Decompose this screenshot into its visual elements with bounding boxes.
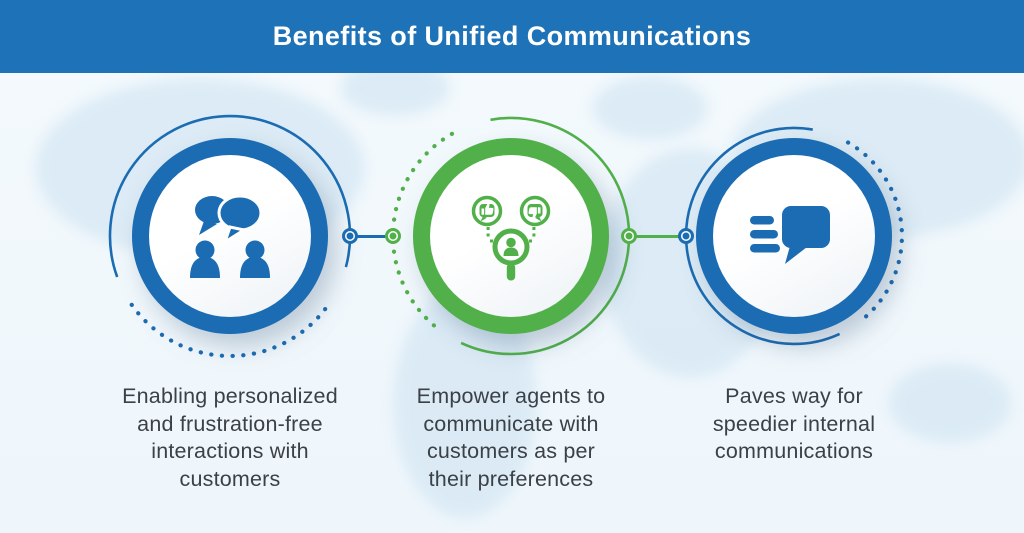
benefit-caption: Enabling personalized and frustration-fr… [122, 384, 338, 492]
medallion-face [713, 155, 875, 317]
medallion-face [430, 155, 592, 317]
title-banner: Benefits of Unified Communications [0, 0, 1024, 73]
decorative-arc-ring [684, 126, 905, 346]
benefit-medallion [413, 138, 609, 334]
connector-line [629, 234, 686, 238]
benefit-medallion [696, 138, 892, 334]
customer-feedback-search-icon [471, 195, 551, 281]
speedy-message-icon [750, 206, 830, 264]
connector-node [620, 227, 637, 244]
connector-node [384, 227, 401, 244]
page-title: Benefits of Unified Communications [272, 21, 752, 51]
decorative-arc-ring [390, 116, 631, 356]
benefit-caption: Paves way for speedier internal communic… [712, 384, 876, 464]
connector-line [350, 234, 393, 238]
benefit-medallion [132, 138, 328, 334]
decorative-arc-ring [108, 114, 352, 359]
connector-node [677, 227, 694, 244]
benefit-caption: Empower agents to communicate with custo… [416, 384, 606, 492]
medallion-face [149, 155, 311, 317]
connector-node [341, 227, 358, 244]
people-conversation-icon [190, 194, 270, 278]
